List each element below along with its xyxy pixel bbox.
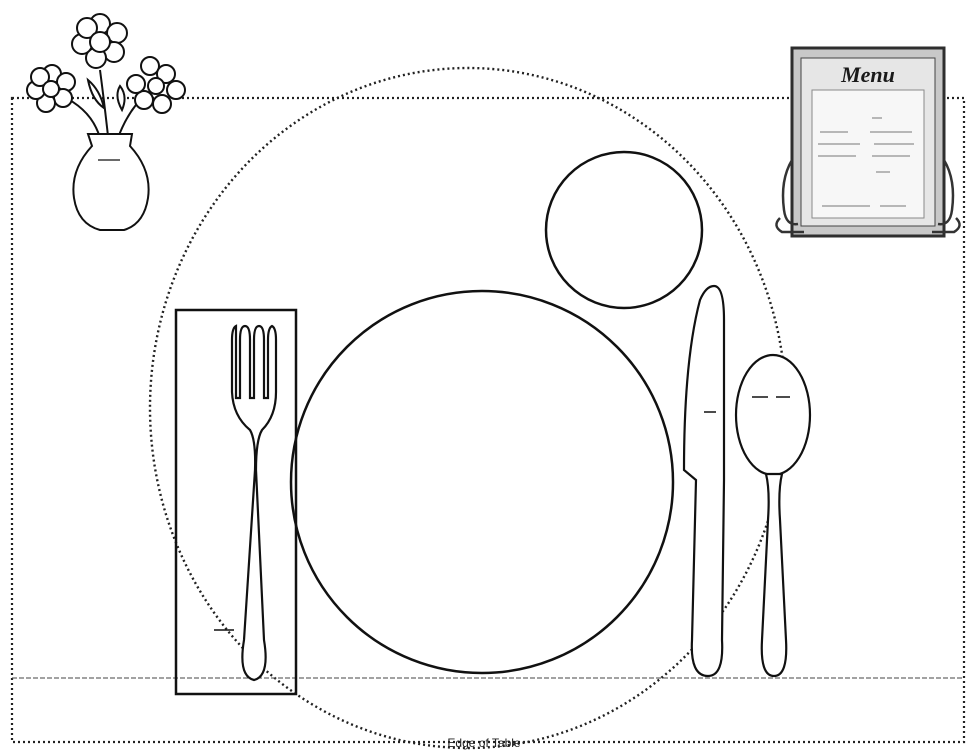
flower-left (26, 64, 76, 113)
flower-right (126, 56, 186, 114)
leaf (86, 77, 106, 111)
spoon-icon (734, 353, 812, 678)
fork-icon (230, 324, 278, 682)
leaf (116, 84, 126, 113)
flower-top (71, 13, 128, 69)
vase (72, 133, 150, 231)
edge-of-table-label: Edge of Table (447, 736, 521, 750)
placemat-outline (10, 96, 966, 744)
bread-plate (544, 150, 704, 310)
napkin (174, 308, 298, 696)
menu-card-title: Menu (840, 62, 895, 87)
menu-card-icon: Menu (775, 46, 961, 238)
knife-icon (682, 284, 726, 678)
flower-vase-icon (26, 13, 186, 231)
dinner-plate (289, 289, 675, 675)
